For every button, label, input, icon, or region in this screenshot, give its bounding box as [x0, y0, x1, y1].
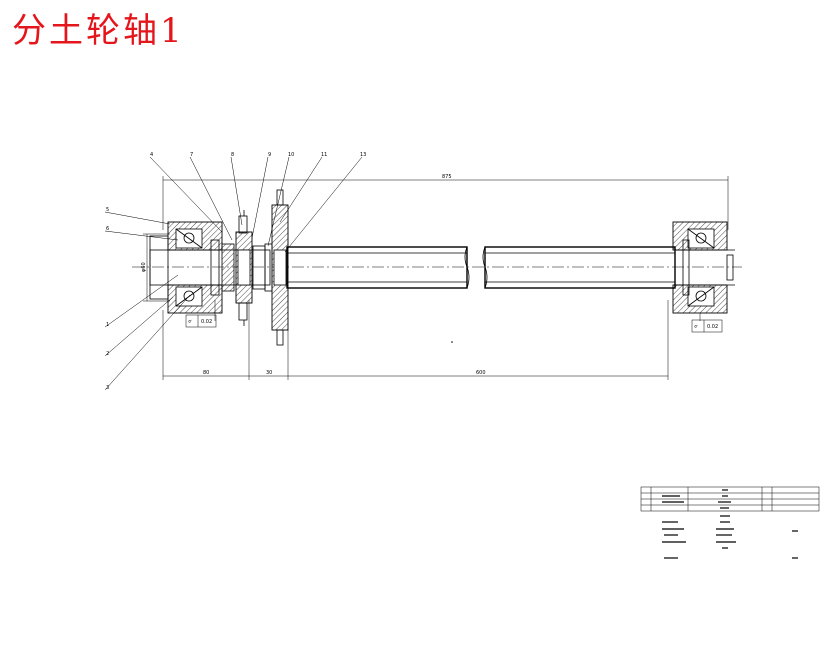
balloon-label: 5 [106, 207, 109, 213]
balloon-label: 4 [150, 152, 153, 158]
leaders [104, 156, 363, 391]
tolerance-value-right: 0.02 [707, 324, 718, 330]
balloon-label: 9 [268, 152, 271, 158]
balloon-labels: 4 7 8 9 10 11 13 5 6 1 2 3 [106, 152, 366, 391]
dim-seg-right: 600 [476, 370, 486, 376]
balloon-label: 7 [190, 152, 193, 158]
balloon-label: 6 [106, 226, 109, 232]
sprocket-large [264, 189, 289, 346]
balloon-label: 1 [106, 322, 109, 328]
stray-dot [451, 341, 453, 343]
balloon-label: 10 [288, 152, 294, 158]
balloon-label: 8 [231, 152, 234, 158]
dimensions: 875 80 30 600 φ60 [141, 174, 729, 380]
tolerance-value-left: 0.02 [201, 319, 212, 325]
balloon-label: 3 [106, 385, 109, 391]
spacer [252, 245, 266, 290]
title-block [640, 486, 820, 559]
right-bearing-housing [672, 221, 734, 314]
balloon-label: 13 [360, 152, 366, 158]
dim-seg-left: 80 [203, 370, 209, 376]
collar [221, 243, 235, 292]
tolerance-frame-left: ⌭ 0.02 [185, 300, 217, 328]
dim-diameter: φ60 [141, 262, 147, 272]
sprocket-small [235, 210, 253, 326]
tolerance-symbol-right: ⌭ [694, 324, 698, 330]
dim-seg-mid: 30 [266, 370, 272, 376]
balloon-label: 2 [106, 351, 109, 357]
dim-overall: 875 [442, 174, 452, 180]
drawing-title: 分土轮轴1 [12, 11, 185, 51]
tolerance-symbol-left: ⌭ [188, 319, 192, 325]
left-bearing-housing [149, 221, 223, 314]
tolerance-frame-right: ⌭ 0.02 [691, 313, 723, 333]
balloon-label: 11 [321, 152, 327, 158]
